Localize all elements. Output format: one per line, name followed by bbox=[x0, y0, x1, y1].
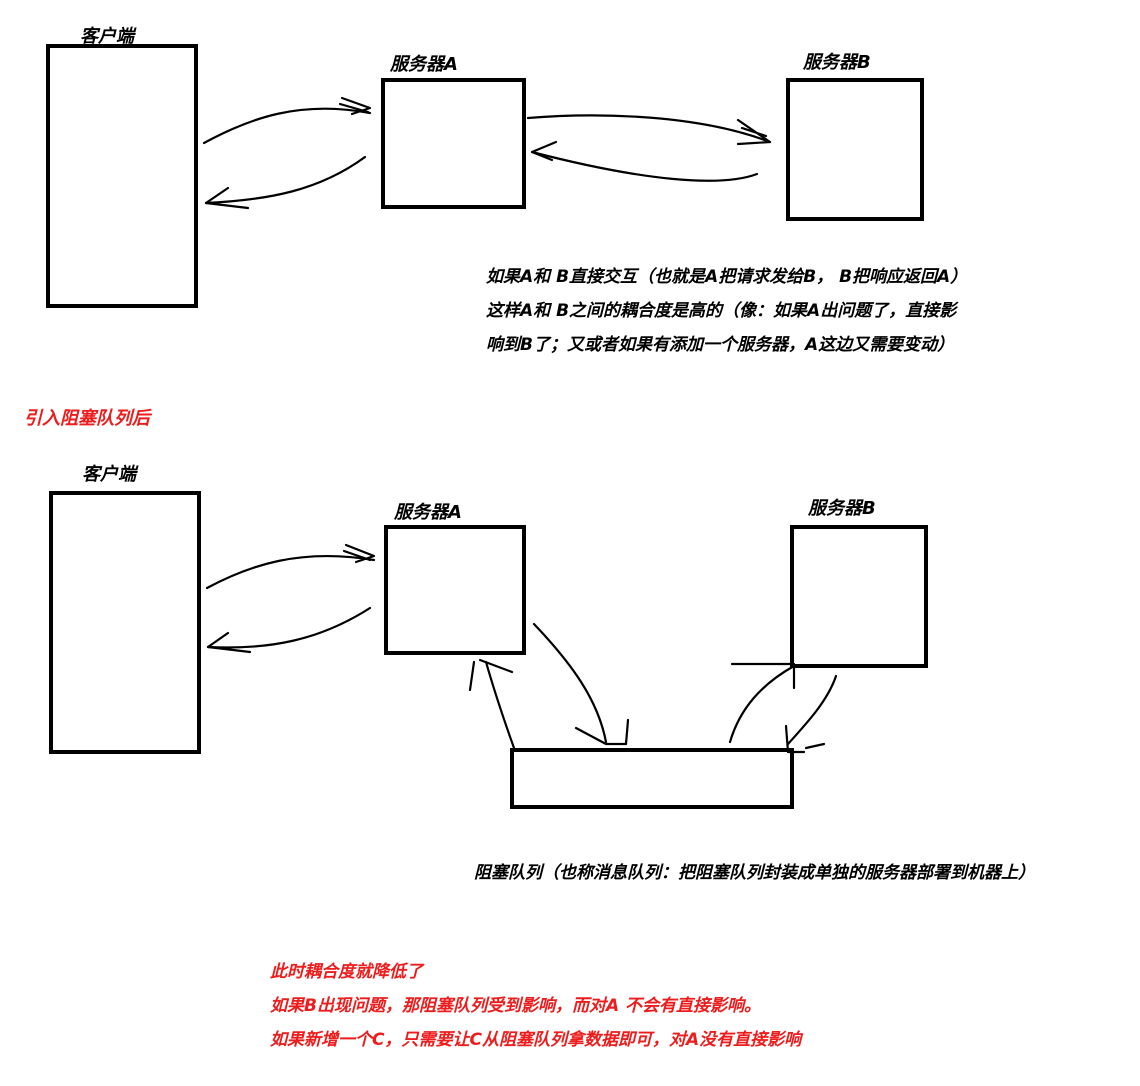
top-server-b-box bbox=[786, 78, 924, 221]
top-client-label: 客户端 bbox=[80, 26, 134, 47]
bottom-arrowhead-a-to-client bbox=[206, 631, 252, 654]
top-note-line-2: 这样A和 B之间的耦合度是高的（像：如果A出问题了，直接影 bbox=[486, 301, 957, 321]
blocking-queue-box bbox=[510, 748, 794, 809]
bottom-arrow-b-to-queue bbox=[786, 674, 838, 746]
top-client-box bbox=[46, 44, 198, 308]
bottom-arrowhead-queue-to-b bbox=[730, 662, 796, 690]
top-arrowhead-b-to-a bbox=[530, 140, 558, 162]
bottom-arrowhead-a-to-queue bbox=[574, 718, 630, 746]
top-arrow-a-to-b bbox=[526, 114, 772, 144]
bottom-server-b-box bbox=[790, 525, 928, 668]
bottom-arrowhead-b-to-queue bbox=[784, 724, 826, 754]
top-arrow-client-to-a bbox=[202, 107, 372, 145]
bottom-client-label: 客户端 bbox=[82, 464, 136, 485]
bottom-arrow-queue-to-a bbox=[484, 660, 516, 750]
bottom-arrow-a-to-queue bbox=[532, 622, 608, 744]
bottom-server-a-box bbox=[384, 525, 526, 655]
top-note-line-3: 响到B了；又或者如果有添加一个服务器，A这边又需要变动） bbox=[486, 335, 955, 355]
bottom-client-box bbox=[49, 491, 201, 754]
conclusion-line-1: 此时耦合度就降低了 bbox=[270, 962, 423, 982]
top-arrow-a-to-client bbox=[204, 155, 367, 205]
conclusion-line-2: 如果B出现问题，那阻塞队列受到影响，而对A 不会有直接影响。 bbox=[270, 996, 762, 1016]
bottom-server-b-label: 服务器B bbox=[808, 498, 876, 519]
top-server-a-box bbox=[381, 78, 526, 209]
bottom-arrow-client-to-a bbox=[205, 554, 376, 590]
bottom-arrow-queue-to-b bbox=[728, 664, 796, 744]
bottom-arrowhead-queue-to-a bbox=[468, 658, 514, 692]
bottom-server-a-label: 服务器A bbox=[394, 502, 462, 523]
bottom-arrowhead-client-to-a bbox=[342, 543, 376, 564]
top-server-b-label: 服务器B bbox=[803, 52, 871, 73]
top-server-a-label: 服务器A bbox=[390, 54, 458, 75]
top-arrowhead-a-to-client bbox=[204, 186, 250, 210]
conclusion-line-3: 如果新增一个C，只需要让C从阻塞队列拿数据即可，对A没有直接影响 bbox=[270, 1030, 802, 1050]
section-title: 引入阻塞队列后 bbox=[24, 408, 150, 429]
top-arrow-b-to-a bbox=[530, 150, 759, 182]
queue-caption: 阻塞队列（也称消息队列：把阻塞队列封装成单独的服务器部署到机器上） bbox=[474, 863, 1035, 883]
top-arrowhead-a-to-b bbox=[736, 118, 772, 146]
top-arrowhead-client-to-a bbox=[338, 96, 372, 116]
top-note-line-1: 如果A和 B直接交互（也就是A把请求发给B， B把响应返回A） bbox=[486, 267, 968, 287]
bottom-arrow-a-to-client bbox=[206, 606, 372, 649]
